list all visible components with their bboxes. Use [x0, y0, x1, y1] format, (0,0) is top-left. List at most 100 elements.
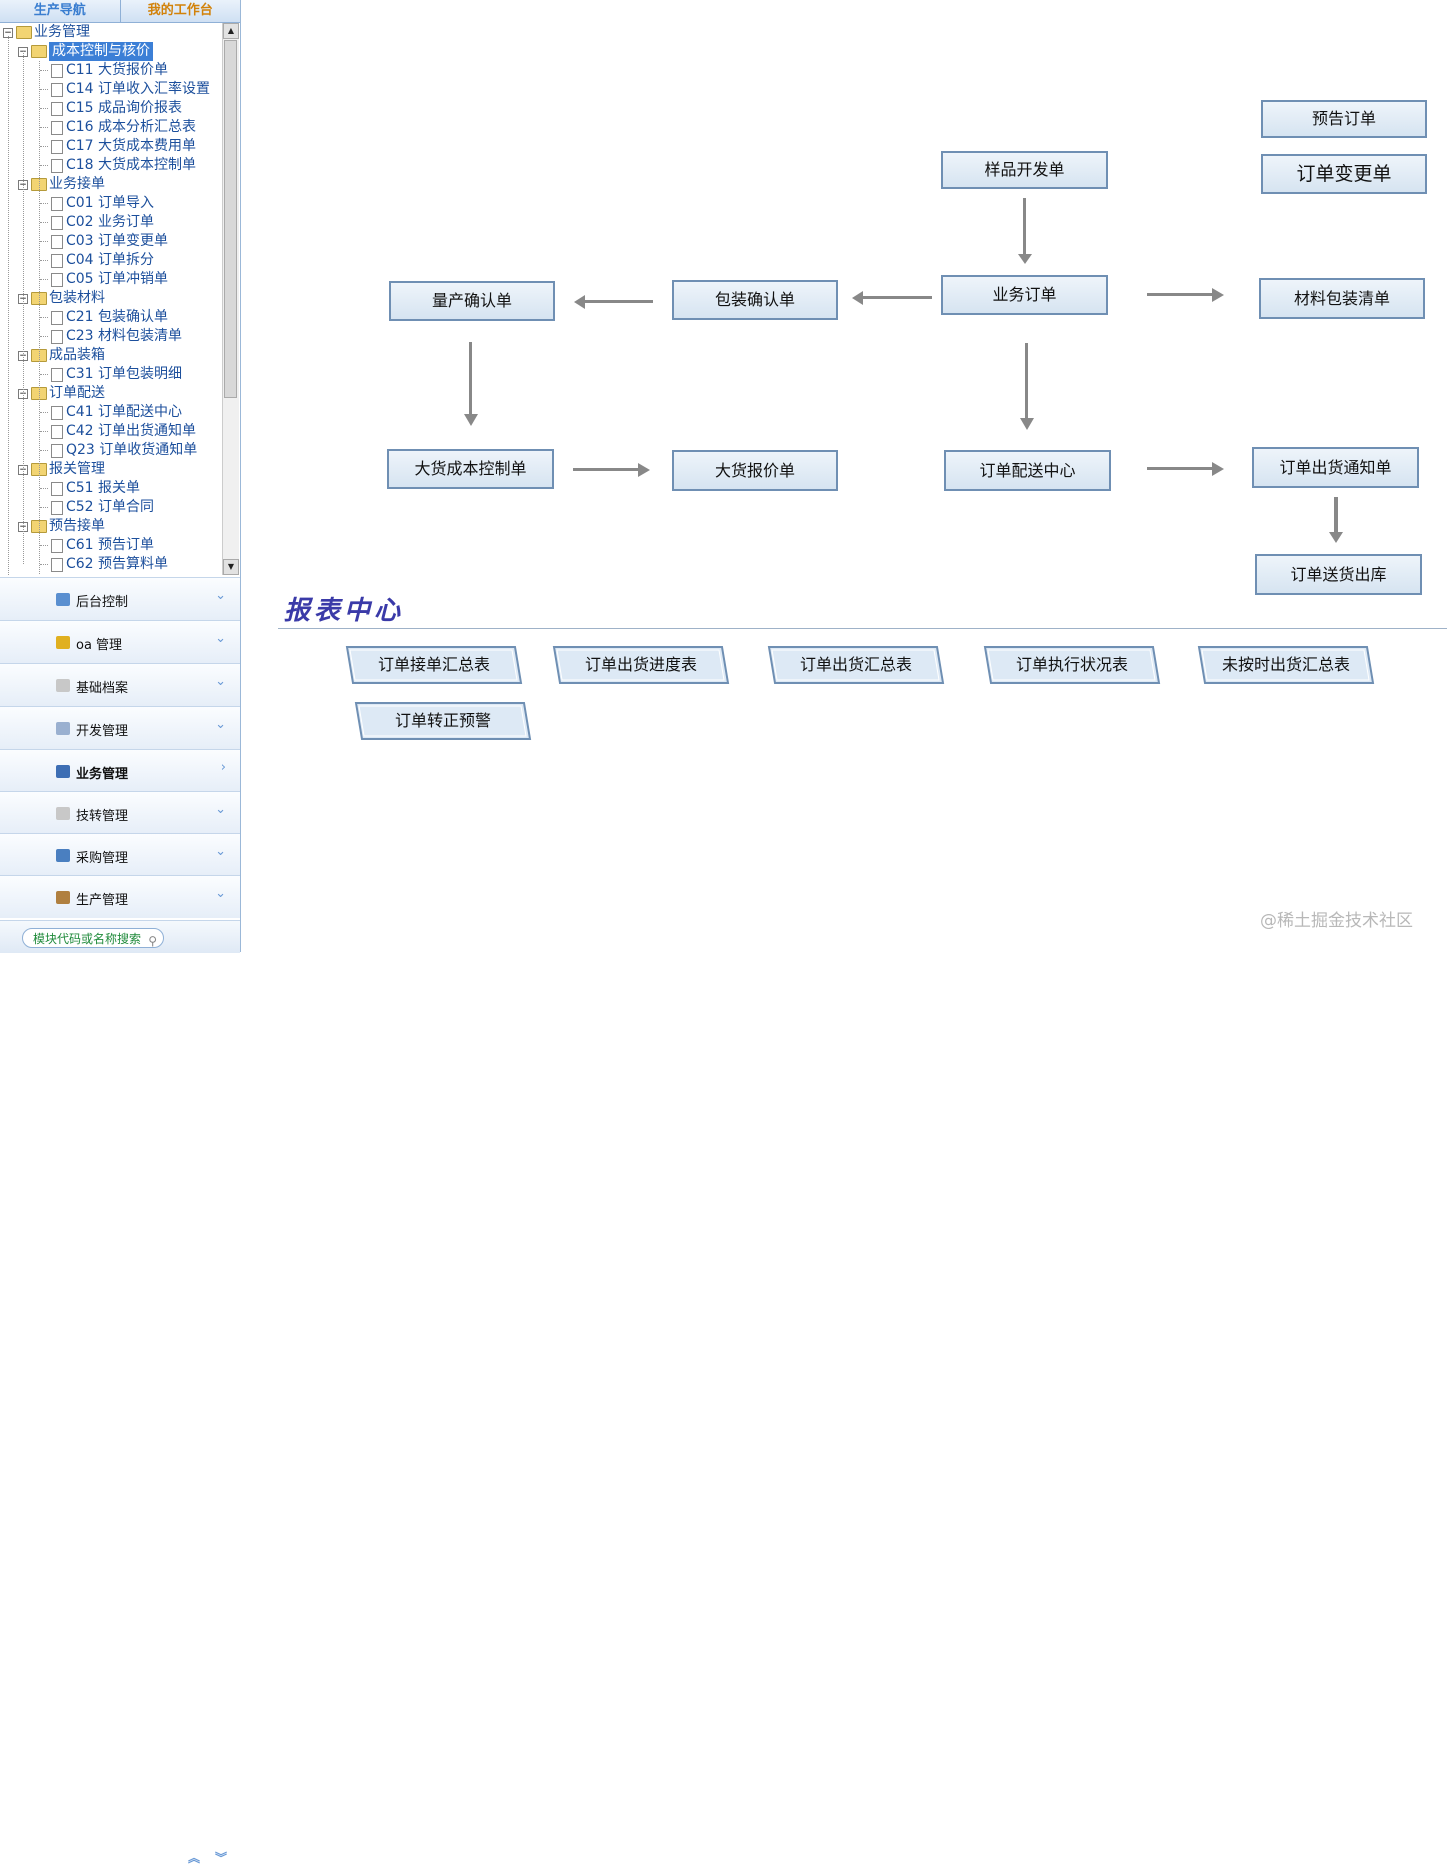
report-button[interactable]: 订单出货进度表	[552, 646, 730, 684]
tree-item[interactable]: C52 订单合同	[0, 498, 222, 517]
report-button[interactable]: 订单出货汇总表	[767, 646, 945, 684]
tree-folder-label: 业务管理	[34, 24, 90, 40]
report-button[interactable]: 订单转正预警	[354, 702, 532, 740]
tree-folder[interactable]: −业务管理	[0, 23, 222, 42]
menu-6[interactable]: 采购管理 ⌄	[0, 833, 240, 876]
expand-all-icon[interactable]: ︾	[215, 1851, 228, 1865]
document-icon	[51, 444, 63, 458]
tree-item[interactable]: C23 材料包装清单	[0, 327, 222, 346]
flow-dahuo-chengben[interactable]: 大货成本控制单	[387, 449, 554, 489]
chevron-down-icon[interactable]: ⌄	[215, 674, 226, 689]
flow-yangpin-kaifa[interactable]: 样品开发单	[941, 151, 1108, 189]
tree-connector	[40, 564, 48, 565]
basket-icon	[56, 849, 70, 862]
tree-folder[interactable]: −订单配送	[0, 384, 222, 403]
report-center-title: 报表中心	[284, 596, 405, 626]
tree-folder[interactable]: −成品装箱	[0, 346, 222, 365]
collapse-all-icon[interactable]: ︽	[188, 1851, 201, 1865]
tree-scrollbar[interactable]: ▲ ▼	[222, 23, 239, 575]
document-icon	[51, 64, 63, 78]
flow-dahuo-baojia[interactable]: 大货报价单	[672, 450, 838, 491]
tree-item[interactable]: C15 成品询价报表	[0, 99, 222, 118]
arrow-right	[1147, 293, 1213, 296]
tab-my-workbench[interactable]: 我的工作台	[147, 3, 213, 18]
report-button[interactable]: 订单接单汇总表	[345, 646, 523, 684]
menu-2[interactable]: 基础档案 ⌄	[0, 663, 240, 706]
tree-folder[interactable]: −报关管理	[0, 460, 222, 479]
tree-item[interactable]: Q23 订单收货通知单	[0, 441, 222, 460]
tree-item[interactable]: C17 大货成本费用单	[0, 137, 222, 156]
scroll-down-arrow-icon[interactable]: ▼	[223, 559, 239, 575]
tree-item-label: C21 包装确认单	[66, 309, 169, 325]
tab-production-nav[interactable]: 生产导航	[0, 0, 121, 22]
tree-item-label: C18 大货成本控制单	[66, 157, 197, 173]
chevron-right-icon[interactable]: ›	[220, 760, 226, 775]
flow-yewu-dingdan[interactable]: 业务订单	[941, 275, 1108, 315]
chevron-down-icon[interactable]: ⌄	[215, 802, 226, 817]
tree-item[interactable]: C02 业务订单	[0, 213, 222, 232]
tree-item-label: C52 订单合同	[66, 499, 155, 515]
module-search-bar: 模块代码或名称搜索 ⚲ ︽ ︾	[0, 920, 240, 1865]
tree-item-label: C01 订单导入	[66, 195, 155, 211]
flow-dingdan-biangeng[interactable]: 订单变更单	[1261, 154, 1427, 194]
tree-item[interactable]: C11 大货报价单	[0, 61, 222, 80]
arrow-right	[573, 468, 639, 471]
tree-item[interactable]: C51 报关单	[0, 479, 222, 498]
tree-item[interactable]: C18 大货成本控制单	[0, 156, 222, 175]
flow-baozhuang-queren[interactable]: 包装确认单	[672, 280, 838, 320]
flow-dingdan-peisong[interactable]: 订单配送中心	[944, 450, 1111, 491]
menu-0[interactable]: 后台控制 ⌄	[0, 577, 240, 620]
flow-yugao-dingdan[interactable]: 预告订单	[1261, 100, 1427, 138]
menu-1[interactable]: oa 管理 ⌄	[0, 620, 240, 663]
tree-item[interactable]: C31 订单包装明细	[0, 365, 222, 384]
tree-item[interactable]: C03 订单变更单	[0, 232, 222, 251]
tree-folder[interactable]: −成本控制与核价	[0, 42, 222, 61]
chevron-down-icon[interactable]: ⌄	[215, 844, 226, 859]
tree-item[interactable]: C62 预告算料单	[0, 555, 222, 574]
arrow-head	[1020, 418, 1034, 430]
report-button[interactable]: 未按时出货汇总表	[1197, 646, 1375, 684]
scroll-thumb[interactable]	[224, 40, 237, 398]
tree-folder[interactable]: −业务接单	[0, 175, 222, 194]
menu-5[interactable]: 技转管理 ⌄	[0, 791, 240, 834]
menu-4[interactable]: 业务管理 ›	[0, 749, 240, 792]
document-icon	[51, 273, 63, 287]
tree-item[interactable]: C41 订单配送中心	[0, 403, 222, 422]
tree-connector	[39, 61, 40, 574]
document-icon	[51, 368, 63, 382]
tree-item[interactable]: C01 订单导入	[0, 194, 222, 213]
tree-folder[interactable]: −包装材料	[0, 289, 222, 308]
tree-item[interactable]: C42 订单出货通知单	[0, 422, 222, 441]
search-icon[interactable]: ⚲	[148, 934, 157, 948]
document-icon	[51, 330, 63, 344]
tree-item-label: C11 大货报价单	[66, 62, 169, 78]
tree-item[interactable]: C04 订单拆分	[0, 251, 222, 270]
tree-item[interactable]: C21 包装确认单	[0, 308, 222, 327]
flow-liangchan-queren[interactable]: 量产确认单	[389, 281, 555, 321]
menu-3[interactable]: 开发管理 ⌄	[0, 706, 240, 749]
arrow-down	[1334, 497, 1338, 533]
chevron-down-icon[interactable]: ⌄	[215, 717, 226, 732]
flow-chuhuo-tongzhi[interactable]: 订单出货通知单	[1252, 447, 1419, 488]
tree-item[interactable]: C05 订单冲销单	[0, 270, 222, 289]
tree-item[interactable]: C16 成本分析汇总表	[0, 118, 222, 137]
report-button-label: 订单执行状况表	[1015, 655, 1128, 674]
sidebar-tabs: 生产导航 我的工作台	[0, 0, 240, 23]
menu-7[interactable]: 生产管理 ⌄	[0, 875, 240, 918]
module-search-input[interactable]: 模块代码或名称搜索 ⚲	[22, 928, 164, 948]
tree-item[interactable]: C14 订单收入汇率设置	[0, 80, 222, 99]
tree-folder[interactable]: −预告接单	[0, 517, 222, 536]
tree-connector	[40, 279, 48, 280]
flow-songhuo-chuku[interactable]: 订单送货出库	[1255, 554, 1422, 595]
scroll-up-arrow-icon[interactable]: ▲	[223, 23, 239, 39]
arrow-head	[1329, 532, 1343, 543]
report-button[interactable]: 订单执行状况表	[983, 646, 1161, 684]
tree-connector	[40, 241, 48, 242]
chevron-down-icon[interactable]: ⌄	[215, 631, 226, 646]
flow-cailiao-baozhuang[interactable]: 材料包装清单	[1259, 278, 1425, 319]
chevron-down-icon[interactable]: ⌄	[215, 886, 226, 901]
tree-connector	[23, 51, 24, 564]
chevron-down-icon[interactable]: ⌄	[215, 588, 226, 603]
tree-item[interactable]: C61 预告订单	[0, 536, 222, 555]
